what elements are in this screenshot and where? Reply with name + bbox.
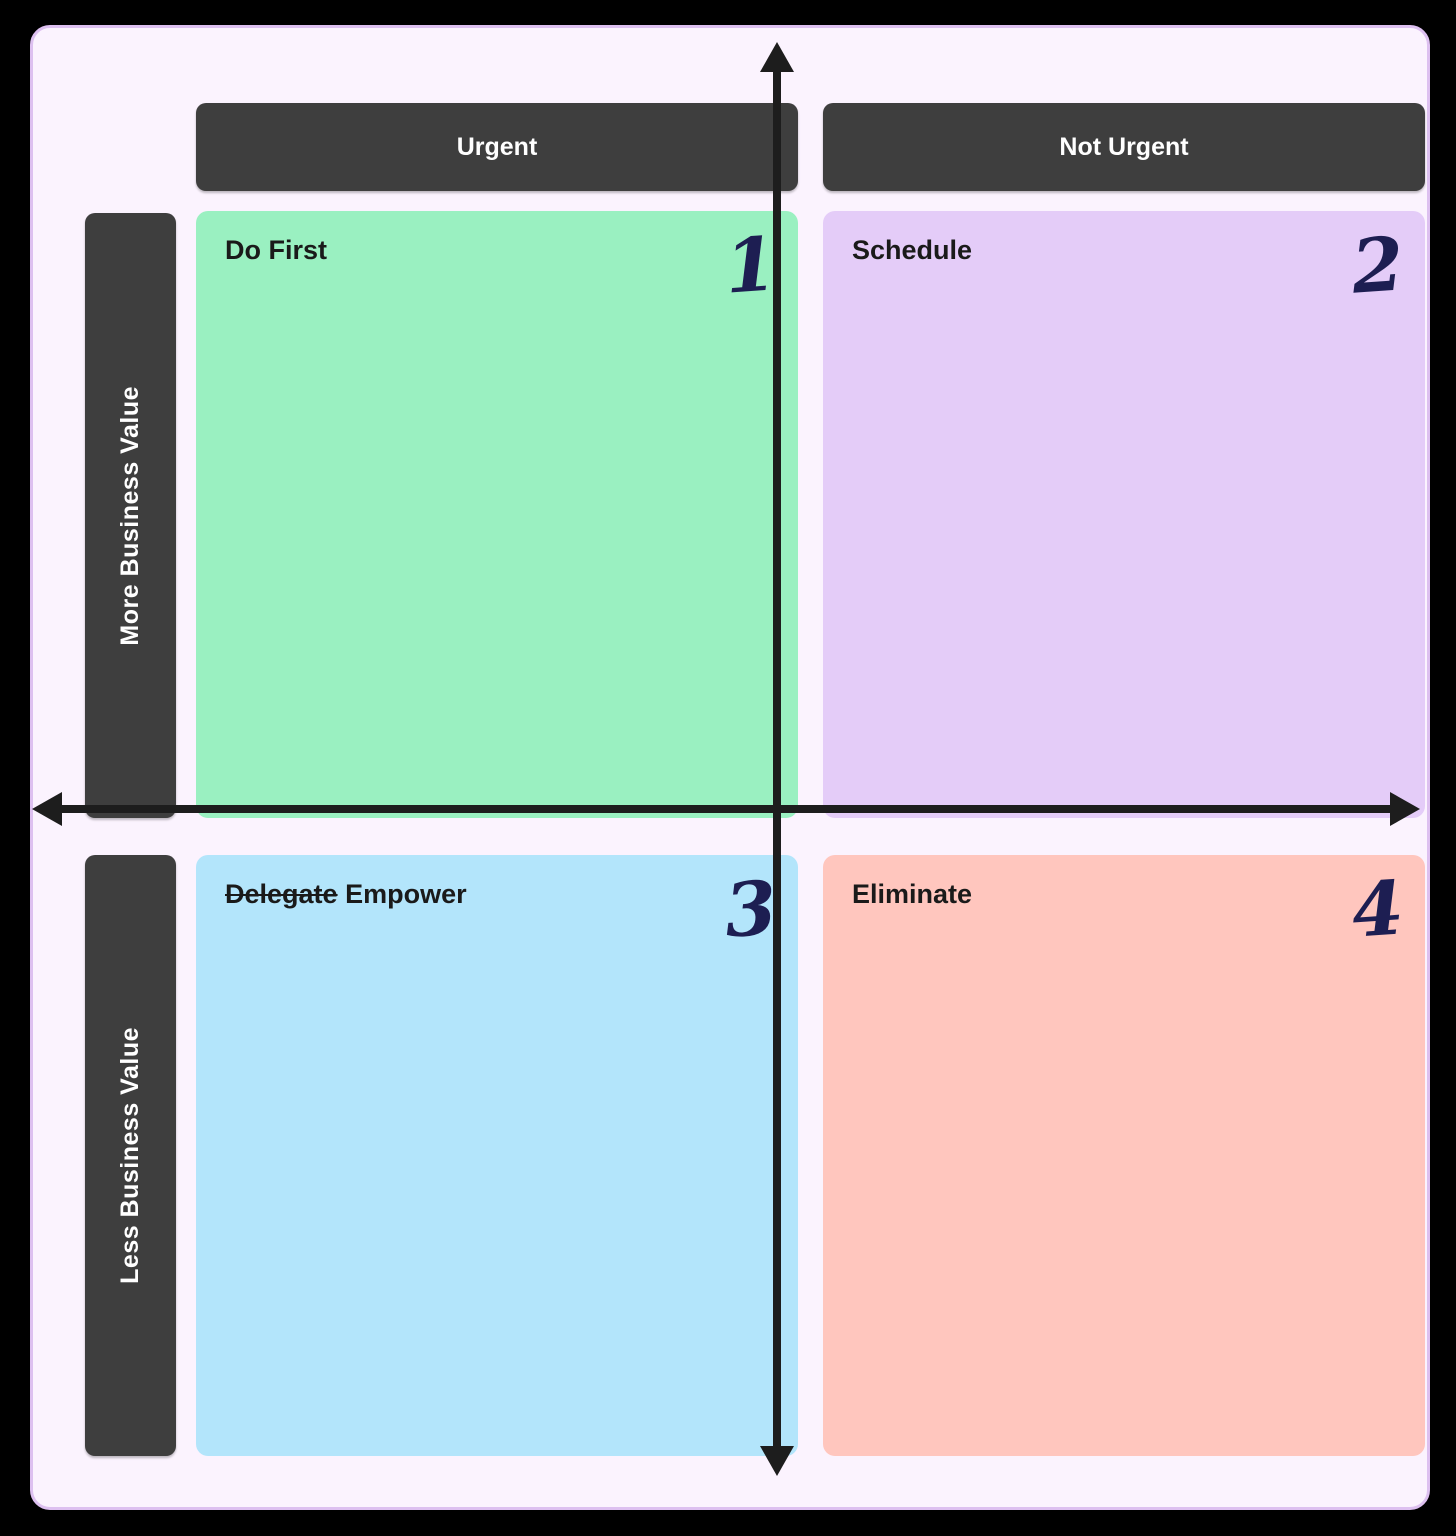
- quadrant-empower-word: Empower: [345, 879, 467, 909]
- horizontal-axis-line: [52, 805, 1404, 813]
- row-label-more-business-value: More Business Value: [85, 213, 176, 818]
- quadrant-eliminate: Eliminate 4: [823, 855, 1425, 1456]
- arrowhead-left-icon: [32, 792, 62, 826]
- quadrant-empower-struck-word: Delegate: [225, 879, 338, 909]
- row-label-less-business-value-text: Less Business Value: [116, 1027, 144, 1284]
- quadrant-eliminate-title: Eliminate: [852, 879, 973, 909]
- column-header-urgent-label: Urgent: [456, 132, 538, 161]
- matrix-card: Urgent Not Urgent More Business Value Le…: [30, 25, 1430, 1510]
- arrowhead-down-icon: [760, 1446, 794, 1476]
- quadrant-do-first-number: 1: [721, 221, 779, 311]
- row-label-less-business-value: Less Business Value: [85, 855, 176, 1456]
- quadrant-empower-number: 3: [721, 865, 779, 955]
- quadrant-do-first: Do First 1: [196, 211, 798, 818]
- quadrant-schedule-number: 2: [1348, 221, 1406, 311]
- arrowhead-right-icon: [1390, 792, 1420, 826]
- column-header-urgent: Urgent: [196, 103, 798, 191]
- quadrant-eliminate-number: 4: [1348, 865, 1406, 955]
- column-header-not-urgent: Not Urgent: [823, 103, 1425, 191]
- row-label-more-business-value-text: More Business Value: [116, 385, 144, 646]
- quadrant-schedule-title: Schedule: [852, 235, 973, 265]
- column-header-not-urgent-label: Not Urgent: [1059, 132, 1189, 161]
- arrowhead-up-icon: [760, 42, 794, 72]
- vertical-axis-line: [773, 60, 781, 1452]
- quadrant-empower-title: Delegate Empower: [225, 879, 467, 910]
- quadrant-schedule: Schedule 2: [823, 211, 1425, 818]
- quadrant-do-first-title: Do First: [225, 235, 328, 265]
- quadrant-empower: Delegate Empower 3: [196, 855, 798, 1456]
